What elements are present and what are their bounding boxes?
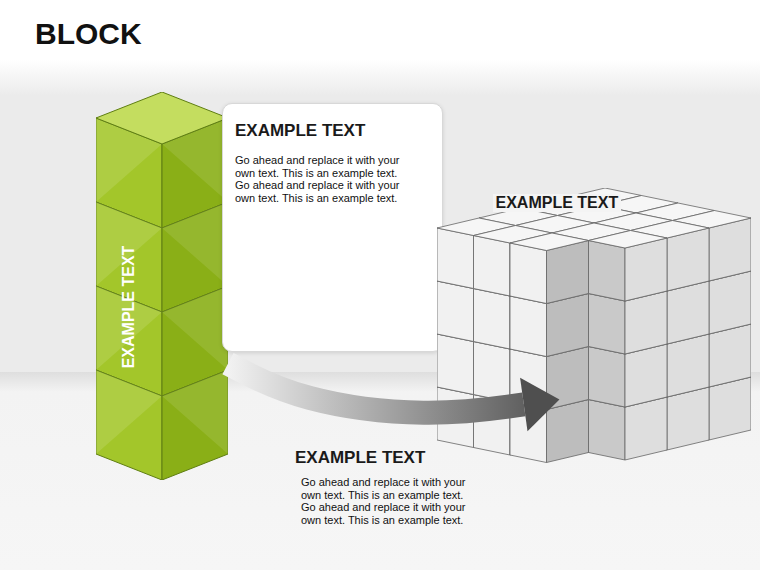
cube-right-face bbox=[625, 397, 667, 460]
title-wrap: BLOCK bbox=[35, 17, 142, 51]
node-heading: EXAMPLE TEXT bbox=[493, 194, 622, 212]
node-heading: EXAMPLE TEXT bbox=[235, 121, 432, 141]
cube-right-face bbox=[625, 344, 667, 407]
gray-cube-block: EXAMPLE TEXT bbox=[437, 188, 751, 470]
cube-left-face bbox=[437, 281, 474, 342]
green-cube-left-face bbox=[96, 370, 162, 480]
green-column-top bbox=[96, 92, 228, 144]
cube-right-face bbox=[709, 271, 751, 334]
text-callout-box: EXAMPLE TEXT Go ahead and replace it with… bbox=[222, 103, 443, 352]
cube-right-face bbox=[625, 238, 667, 301]
cube-left-face bbox=[510, 243, 547, 304]
cube-left-face bbox=[510, 402, 547, 463]
arrow-head bbox=[520, 378, 559, 431]
cube-top-face bbox=[589, 231, 668, 249]
node-body: Go ahead and replace it with your own te… bbox=[235, 154, 415, 204]
cube-left-face bbox=[510, 296, 547, 357]
header-band bbox=[0, 0, 760, 96]
gray-cube-drawing bbox=[437, 188, 751, 470]
cube-left-face bbox=[589, 294, 626, 355]
node-heading: EXAMPLE TEXT bbox=[120, 246, 138, 369]
cube-left-face bbox=[474, 289, 511, 350]
cube-left-face bbox=[437, 228, 474, 289]
cube-left-face bbox=[589, 400, 626, 461]
green-block-column: EXAMPLE TEXT bbox=[96, 92, 228, 480]
cube-left-face bbox=[510, 349, 547, 410]
label-wrap: EXAMPLE TEXT bbox=[295, 448, 425, 468]
label-wrap: Go ahead and replace it with your own te… bbox=[301, 476, 481, 526]
green-cube-gloss bbox=[162, 202, 228, 286]
cube-left-face bbox=[437, 334, 474, 395]
cube-left-face bbox=[589, 347, 626, 408]
curved-arrow bbox=[228, 364, 559, 432]
label-heading: EXAMPLE TEXT bbox=[295, 448, 425, 468]
cube-left-face bbox=[589, 241, 626, 302]
cube-right-face bbox=[709, 218, 751, 281]
cube-right-face bbox=[547, 241, 589, 304]
cube-left-face bbox=[474, 342, 511, 403]
cube-left-face bbox=[474, 395, 511, 456]
cube-right-face bbox=[547, 294, 589, 357]
label-body: Go ahead and replace it with your own te… bbox=[301, 476, 481, 526]
cube-right-face bbox=[709, 377, 751, 440]
slide-title: BLOCK bbox=[35, 17, 142, 51]
arrow-body bbox=[228, 364, 524, 413]
green-cube-gloss bbox=[162, 286, 228, 370]
green-cube-gloss bbox=[96, 370, 162, 454]
cube-right-face bbox=[625, 291, 667, 354]
green-column-drawing bbox=[96, 92, 228, 480]
cube-right-face bbox=[709, 324, 751, 387]
cube-left-face bbox=[474, 236, 511, 297]
cube-right-face bbox=[667, 387, 709, 450]
green-cube-gloss bbox=[162, 370, 228, 454]
cube-left-face bbox=[437, 387, 474, 448]
cube-right-face bbox=[547, 347, 589, 410]
cube-right-face bbox=[667, 228, 709, 291]
cube-right-face bbox=[667, 334, 709, 397]
cube-top-face bbox=[510, 233, 589, 251]
green-cube-right-face bbox=[162, 370, 228, 480]
cube-right-face bbox=[667, 281, 709, 344]
cube-right-face bbox=[547, 400, 589, 463]
